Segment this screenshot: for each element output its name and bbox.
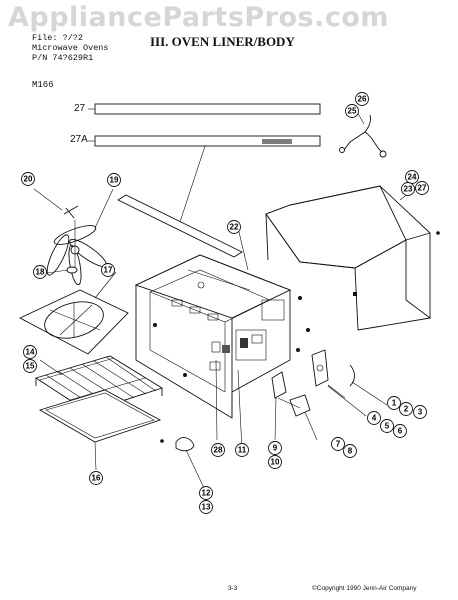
callout-9: 9 bbox=[268, 441, 282, 455]
watermark: AppliancePartsPros.com bbox=[8, 2, 390, 33]
callout-19: 19 bbox=[107, 173, 121, 187]
ref-27a-label: 27A bbox=[70, 134, 88, 145]
callout-4: 4 bbox=[367, 411, 381, 425]
callout-26: 26 bbox=[355, 92, 369, 106]
model-label: M166 bbox=[32, 80, 54, 90]
svg-text:3: 3 bbox=[418, 408, 423, 417]
svg-text:7: 7 bbox=[336, 440, 341, 449]
svg-text:1: 1 bbox=[392, 399, 397, 408]
callout-15: 15 bbox=[23, 359, 37, 373]
svg-text:8: 8 bbox=[348, 447, 353, 456]
callout-24: 24 bbox=[405, 170, 419, 184]
svg-text:22: 22 bbox=[230, 223, 239, 232]
callout-14: 14 bbox=[23, 345, 37, 359]
svg-text:11: 11 bbox=[238, 446, 247, 455]
svg-text:4: 4 bbox=[372, 414, 377, 423]
svg-text:25: 25 bbox=[348, 107, 357, 116]
front-trim-strip bbox=[117, 194, 243, 258]
callout-23: 23 bbox=[401, 182, 415, 196]
svg-text:14: 14 bbox=[26, 348, 35, 357]
part-number-label: P/N 74?629R1 bbox=[32, 53, 94, 63]
callout-3: 3 bbox=[413, 405, 427, 419]
callout-5: 5 bbox=[380, 419, 394, 433]
callout-1: 1 bbox=[387, 396, 401, 410]
svg-text:17: 17 bbox=[104, 266, 113, 275]
outer-cabinet bbox=[265, 185, 431, 319]
svg-text:5: 5 bbox=[385, 422, 390, 431]
ref-27-label: 27 bbox=[74, 103, 86, 114]
copyright-notice: ©Copyright 1990 Jenn-Air Company bbox=[312, 585, 417, 592]
callout-6: 6 bbox=[393, 424, 407, 438]
page-number: 3-3 bbox=[228, 585, 238, 592]
callout-8: 8 bbox=[343, 444, 357, 458]
svg-text:9: 9 bbox=[273, 444, 278, 453]
callout-28: 28 bbox=[211, 443, 225, 457]
callout-18: 18 bbox=[33, 265, 47, 279]
file-label: File: ?/?2 bbox=[32, 33, 84, 43]
product-label: Microwave Ovens bbox=[32, 43, 109, 53]
label-strip-27 bbox=[94, 103, 321, 115]
oven-tray bbox=[38, 389, 162, 443]
fan-blade bbox=[46, 225, 107, 286]
svg-text:19: 19 bbox=[110, 176, 119, 185]
svg-text:23: 23 bbox=[404, 185, 413, 194]
callout-2: 2 bbox=[399, 402, 413, 416]
callout-13: 13 bbox=[199, 500, 213, 514]
callout-20: 20 bbox=[21, 172, 35, 186]
svg-text:6: 6 bbox=[398, 427, 403, 436]
svg-text:16: 16 bbox=[92, 474, 101, 483]
svg-text:2: 2 bbox=[404, 405, 409, 414]
svg-text:28: 28 bbox=[214, 446, 223, 455]
callout-25: 25 bbox=[345, 104, 359, 118]
callout-10: 10 bbox=[268, 455, 282, 469]
oven-liner bbox=[135, 254, 291, 419]
callout-22: 22 bbox=[227, 220, 241, 234]
svg-text:15: 15 bbox=[26, 362, 35, 371]
callout-7: 7 bbox=[331, 437, 345, 451]
svg-text:26: 26 bbox=[358, 95, 367, 104]
svg-text:24: 24 bbox=[408, 173, 417, 182]
svg-text:10: 10 bbox=[271, 458, 280, 467]
callout-12: 12 bbox=[199, 486, 213, 500]
callout-16: 16 bbox=[89, 471, 103, 485]
svg-text:27: 27 bbox=[418, 184, 427, 193]
svg-text:12: 12 bbox=[202, 489, 211, 498]
page-title: III. OVEN LINER/BODY bbox=[150, 34, 295, 49]
svg-text:18: 18 bbox=[36, 268, 45, 277]
header-block: File: ?/?2 Microwave Ovens P/N 74?629R1 bbox=[32, 33, 109, 63]
svg-text:13: 13 bbox=[202, 503, 211, 512]
callout-11: 11 bbox=[235, 443, 249, 457]
callout-27: 27 bbox=[415, 181, 429, 195]
callout-17: 17 bbox=[101, 263, 115, 277]
svg-text:20: 20 bbox=[24, 175, 33, 184]
